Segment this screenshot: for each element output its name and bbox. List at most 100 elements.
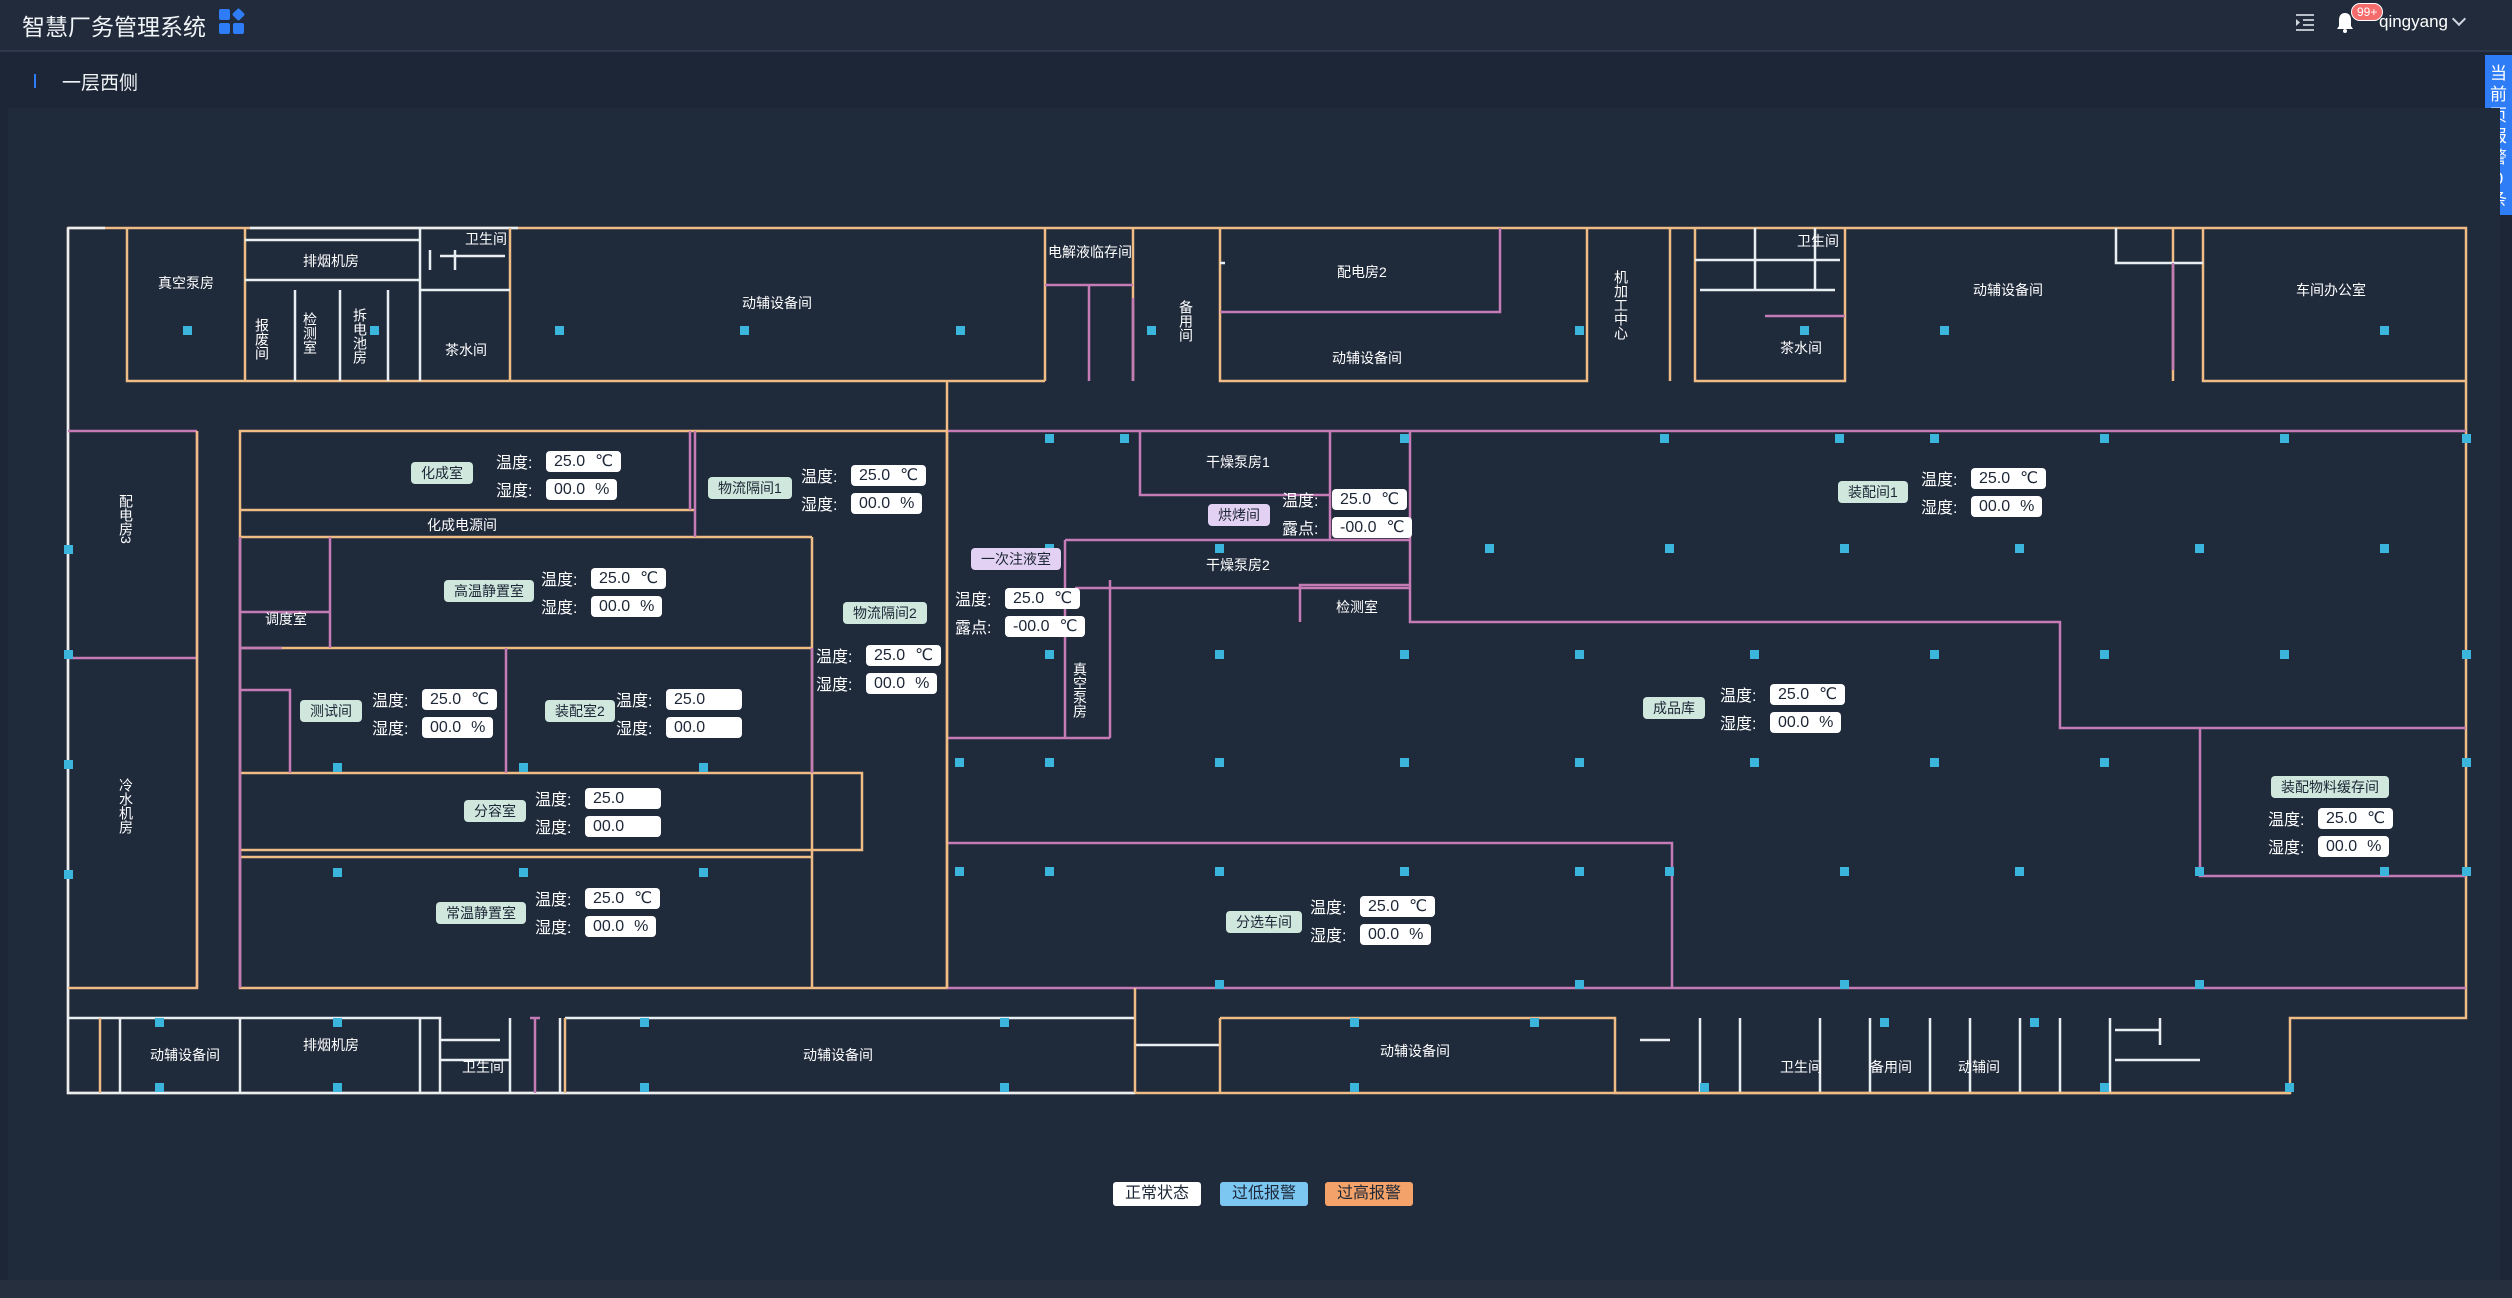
temp-label: 温度: xyxy=(2268,812,2305,829)
humid-value: 00.0% xyxy=(1770,711,1842,733)
room-tag-wuliu1[interactable]: 物流隔间1 xyxy=(708,477,792,499)
dew-label: 露点: xyxy=(1282,521,1319,538)
legend-high-alarm[interactable]: 过高报警 xyxy=(1325,1182,1414,1206)
wall xyxy=(245,228,2203,381)
sensor-zhuangpei1: 温度:25.0℃ 湿度:00.0% xyxy=(1921,464,2047,520)
temp-label: 温度: xyxy=(801,469,838,486)
sensor-zhuangpei2: 温度:25.0 湿度:00.0 xyxy=(616,685,742,741)
user-name[interactable]: qingyang xyxy=(2379,12,2449,31)
wall xyxy=(530,1016,540,1093)
humid-label: 湿度: xyxy=(2268,840,2305,857)
room-label: 动辅设备间 xyxy=(1332,350,1402,366)
humid-label: 湿度: xyxy=(1310,928,1347,945)
room-tag-yici[interactable]: 一次注液室 xyxy=(971,548,1061,570)
room-tag-fenrong[interactable]: 分容室 xyxy=(464,800,526,822)
temp-value: 25.0℃ xyxy=(422,688,498,710)
humid-value: 00.0 xyxy=(585,815,661,837)
room-tag-fenxuan[interactable]: 分选车间 xyxy=(1226,911,1302,933)
humid-label: 湿度: xyxy=(541,600,578,617)
sensor-wuliu1: 温度:25.0℃ 湿度:00.0% xyxy=(801,461,927,517)
temp-label: 温度: xyxy=(372,693,409,710)
dew-value: -00.0℃ xyxy=(1332,516,1413,538)
humid-value: 00.0% xyxy=(591,595,663,617)
temp-value: 25.0℃ xyxy=(1332,488,1408,510)
wall xyxy=(68,431,199,990)
temp-label: 温度: xyxy=(1310,900,1347,917)
room-label: 检测室 xyxy=(1336,599,1378,615)
legend-low-alarm[interactable]: 过低报警 xyxy=(1220,1182,1309,1206)
breadcrumb: 一层西侧 xyxy=(8,52,2478,106)
room-label-vertical: 真空泵房 xyxy=(1072,662,1088,718)
room-label-vertical: 配电房3 xyxy=(118,494,134,544)
temp-value: 25.0℃ xyxy=(851,464,927,486)
humid-label: 湿度: xyxy=(535,920,572,937)
room-tag-chengpin[interactable]: 成品库 xyxy=(1643,697,1705,719)
alarm-tab-char: 前 xyxy=(2490,85,2507,104)
legend-normal[interactable]: 正常状态 xyxy=(1113,1182,1202,1206)
temp-label: 温度: xyxy=(1720,688,1757,705)
room-label: 茶水间 xyxy=(445,342,487,358)
humid-label: 湿度: xyxy=(1720,716,1757,733)
sensor-fenxuan: 温度:25.0℃ 湿度:00.0% xyxy=(1310,892,1436,948)
room-label-vertical: 备用间 xyxy=(1178,299,1194,343)
room-label: 动辅设备间 xyxy=(1380,1043,1450,1059)
room-label: 卫生间 xyxy=(1797,233,1839,249)
room-tag-zhuangpei2[interactable]: 装配室2 xyxy=(545,700,615,722)
room-label-vertical: 检测室 xyxy=(302,312,318,354)
humid-value: 00.0% xyxy=(2318,835,2390,857)
room-tag-zhuangpei1[interactable]: 装配间1 xyxy=(1838,481,1908,503)
humid-value: 00.0% xyxy=(422,716,494,738)
room-label-vertical: 报废间 xyxy=(254,318,270,361)
temp-value: 25.0℃ xyxy=(1005,587,1081,609)
room-tag-huacheng[interactable]: 化成室 xyxy=(411,462,473,484)
humid-label: 湿度: xyxy=(535,820,572,837)
temp-value: 25.0 xyxy=(666,688,742,710)
room-tag-gaowen[interactable]: 高温静置室 xyxy=(444,580,534,602)
room-label: 排烟机房 xyxy=(303,253,359,269)
sensor-huacheng: 温度:25.0℃ 湿度:00.0% xyxy=(496,447,622,503)
temp-label: 温度: xyxy=(616,693,653,710)
humid-value: 00.0% xyxy=(1360,923,1432,945)
wall xyxy=(238,431,814,988)
room-label: 动辅设备间 xyxy=(742,295,812,311)
room-label: 卫生间 xyxy=(1780,1059,1822,1075)
room-label: 配电房2 xyxy=(1337,264,1387,280)
room-label: 排烟机房 xyxy=(303,1037,359,1053)
sensor-changwen: 温度:25.0℃ 湿度:00.0% xyxy=(535,884,661,940)
room-tag-ceshi[interactable]: 测试间 xyxy=(300,700,362,722)
room-label-vertical: 冷水机房 xyxy=(118,778,134,834)
room-label: 动辅设备间 xyxy=(803,1047,873,1063)
humid-label: 湿度: xyxy=(816,677,853,694)
alarm-tab-char: 当 xyxy=(2490,64,2507,83)
room-tag-huancun[interactable]: 装配物料缓存间 xyxy=(2271,776,2389,798)
room-label-vertical: 拆电池房 xyxy=(352,308,368,364)
temp-label: 温度: xyxy=(541,572,578,589)
temp-value: 25.0℃ xyxy=(866,644,942,666)
room-label: 车间办公室 xyxy=(2296,282,2366,298)
wall xyxy=(1045,228,2175,381)
dew-value: -00.0℃ xyxy=(1005,615,1086,637)
menu-fold-icon[interactable] xyxy=(2294,11,2316,33)
room-label: 动辅间 xyxy=(1958,1059,2000,1075)
temp-value: 25.0℃ xyxy=(1971,467,2047,489)
humid-value: 00.0% xyxy=(585,915,657,937)
humid-label: 湿度: xyxy=(801,497,838,514)
bell-icon[interactable] xyxy=(2334,10,2356,34)
sensor-fenrong: 温度:25.0 湿度:00.0 xyxy=(535,784,661,840)
app-title: 智慧厂务管理系统 xyxy=(22,14,206,40)
top-bar: 智慧厂务管理系统 99+ qingyang xyxy=(0,0,2512,52)
temp-label: 温度: xyxy=(535,892,572,909)
room-tag-wuliu2[interactable]: 物流隔间2 xyxy=(843,602,927,624)
crumb-marker xyxy=(34,74,36,88)
humid-value: 00.0% xyxy=(866,672,938,694)
bottom-strip xyxy=(0,1280,2512,1298)
apps-grid-icon[interactable] xyxy=(219,7,246,35)
room-label: 动辅设备间 xyxy=(1973,282,2043,298)
room-label: 干燥泵房1 xyxy=(1206,454,1270,470)
temp-value: 25.0℃ xyxy=(2318,807,2394,829)
wall xyxy=(66,226,2468,1095)
wall xyxy=(66,226,1135,1095)
room-tag-changwen[interactable]: 常温静置室 xyxy=(436,902,526,924)
room-tag-hongkao[interactable]: 烘烤间 xyxy=(1208,504,1270,526)
